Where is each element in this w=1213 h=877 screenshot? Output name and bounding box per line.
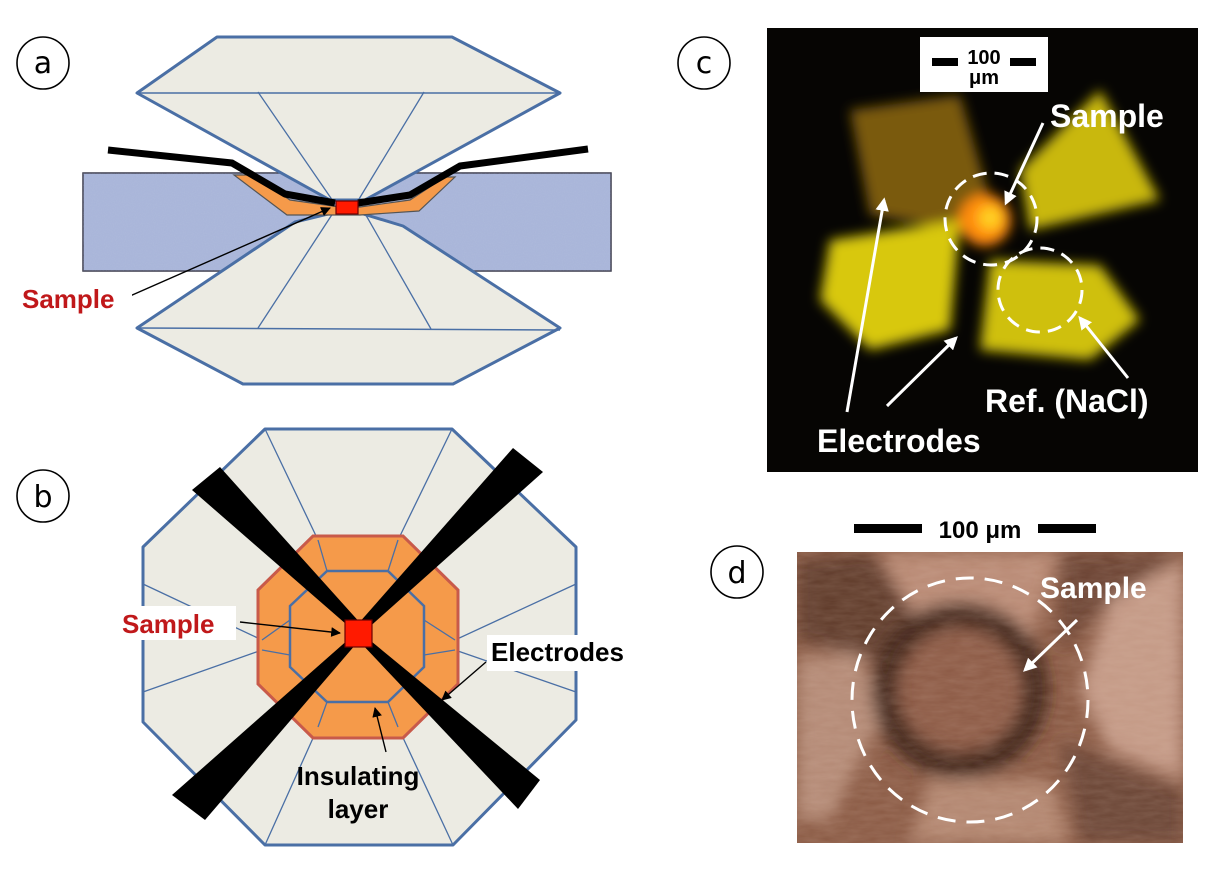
sample-label-c: Sample — [1050, 98, 1164, 134]
electrode-right-side — [357, 145, 589, 207]
scale-bar-left-c — [932, 58, 958, 66]
sample-pointer-b — [239, 621, 341, 637]
insulating-pointer — [372, 707, 387, 753]
panel-letter-circle — [710, 545, 764, 599]
electrode-glow-lower-right — [980, 260, 1140, 360]
electrode-upper-left — [192, 467, 362, 631]
panel-b: b — [16, 427, 624, 847]
scale-bar-right-c — [1010, 58, 1036, 66]
sample-label-bg-b — [118, 606, 236, 640]
electrode-glow-left — [820, 220, 960, 350]
sample-pointer-c — [1004, 122, 1045, 206]
sample-label-bg-a — [16, 283, 132, 313]
electrode-lower-right — [360, 637, 540, 809]
electrodes-label-c: Electrodes — [817, 423, 981, 459]
electrodes-label-b: Electrodes — [491, 637, 624, 667]
culet-facet-lines — [261, 539, 456, 728]
electrode-pointer-c-1 — [845, 197, 889, 413]
sample-label-b: Sample — [122, 609, 215, 639]
reference-circle-c — [996, 246, 1084, 334]
panel-letter-c: c — [677, 36, 731, 90]
scale-label-d: 100 μm — [939, 517, 1022, 544]
sample-top — [344, 619, 373, 648]
panel-letter-circle — [16, 469, 70, 523]
electrode-glow-upper-left — [850, 95, 990, 230]
scale-value-c: 100 — [967, 47, 1000, 69]
panel-d: d 100 μm Sample — [710, 517, 1183, 843]
reference-label-c: Ref. (NaCl) — [985, 383, 1149, 419]
electrodes-label-bg-b — [487, 635, 615, 671]
insulating-label-line1: Insulating — [297, 761, 420, 791]
sample-label-d: Sample — [1040, 572, 1147, 605]
electrodes-pointer-b — [441, 661, 487, 701]
sample-label-a: Sample — [22, 284, 115, 314]
panel-letter-a: a — [16, 36, 70, 90]
panel-letter-text: a — [34, 46, 52, 81]
panel-letter-text: b — [33, 480, 52, 515]
sample-pointer-a — [129, 207, 331, 297]
panel-c: c 100 μm Sample Ref. (NaCl) Electrod — [677, 28, 1198, 472]
electrode-lower-left — [172, 638, 356, 820]
sample-circle-c — [943, 171, 1039, 267]
lower-diamond-anvil — [135, 209, 562, 386]
panel-letter-text: c — [696, 46, 713, 81]
panel-letter-circle — [16, 36, 70, 90]
scale-bar-right-d — [1038, 524, 1096, 533]
micrograph-d-image — [797, 552, 1183, 843]
sample-pointer-d — [1023, 618, 1079, 672]
electrode-glow-upper-right — [1020, 90, 1160, 230]
panel-letter-circle — [677, 36, 731, 90]
scale-unit-c: μm — [969, 67, 999, 89]
micrograph-c-image — [820, 90, 1160, 360]
panel-a: a Sample — [16, 35, 612, 386]
sample-circle-d — [850, 576, 1090, 824]
electrode-upper-right — [358, 448, 543, 630]
reference-pointer-c — [1078, 315, 1130, 379]
sample-side — [335, 200, 359, 215]
panel-letter-d: d — [710, 545, 764, 599]
electrode-pointer-c-2 — [885, 336, 958, 408]
scale-bar-left-d — [854, 524, 922, 533]
insulating-label-line2: layer — [328, 794, 389, 824]
panel-letter-b: b — [16, 469, 70, 523]
panel-letter-text: d — [727, 556, 746, 591]
electrode-left-side — [107, 146, 336, 207]
